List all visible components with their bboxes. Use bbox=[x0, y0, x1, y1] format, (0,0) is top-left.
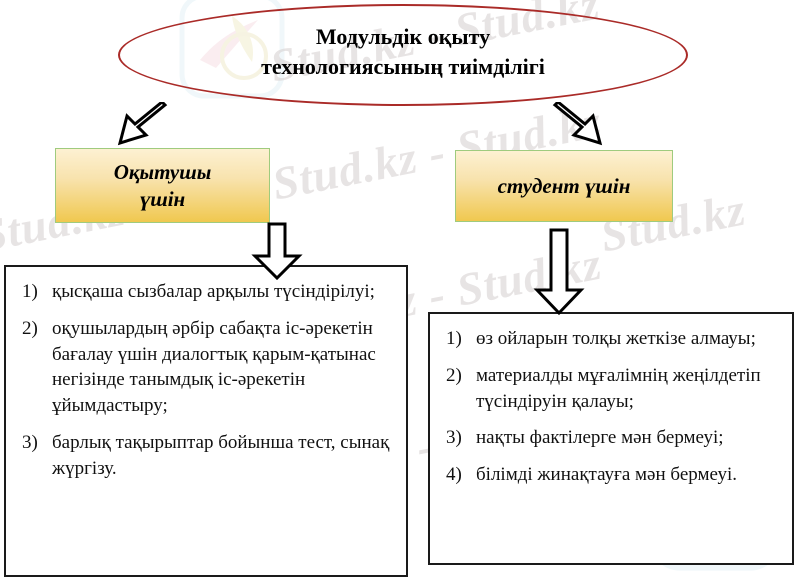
student-branch-heading-box: студент үшін bbox=[455, 150, 673, 222]
teacher-benefits-list: 1) қысқаша сызбалар арқылы түсіндірілуі;… bbox=[14, 279, 396, 482]
list-item-number: 3) bbox=[446, 427, 462, 449]
arrow-down-right-icon bbox=[552, 102, 603, 146]
list-item-number: 1) bbox=[22, 281, 38, 302]
list-item: 2) оқушылардың әрбір сабақта іс-әрекетін… bbox=[14, 316, 396, 419]
list-item-number: 2) bbox=[446, 364, 462, 386]
arrow-down-left-icon bbox=[117, 102, 168, 146]
list-item-number: 2) bbox=[22, 317, 38, 339]
list-item-text: қысқаша сызбалар арқылы түсіндірілуі; bbox=[52, 281, 375, 302]
teacher-branch-heading-text: Оқытушы үшін bbox=[102, 159, 224, 212]
arrow-down-icon bbox=[251, 222, 303, 280]
teacher-heading-line-1: Оқытушы bbox=[113, 160, 212, 185]
list-item-text: барлық тақырыптар бойынша тест, сынақ жү… bbox=[52, 432, 390, 479]
list-item: 1) өз ойларын толқы жеткізе алмауы; bbox=[438, 326, 782, 352]
teacher-benefits-list-box: 1) қысқаша сызбалар арқылы түсіндірілуі;… bbox=[4, 265, 408, 577]
list-item: 4) білімді жинақтауға мән бермеуі. bbox=[438, 462, 782, 488]
list-item: 2) материалды мұғалімнің жеңілдетіп түсі… bbox=[438, 363, 782, 415]
arrow-down-icon bbox=[533, 228, 585, 316]
list-item-text: нақты фактілерге мән бермеуі; bbox=[476, 427, 724, 449]
list-item: 1) қысқаша сызбалар арқылы түсіндірілуі; bbox=[14, 279, 396, 305]
teacher-heading-line-2: үшін bbox=[139, 186, 186, 211]
student-branch-heading-text: студент үшін bbox=[497, 173, 631, 198]
title-ellipse: Модульдік оқыту технологиясының тиімділі… bbox=[118, 4, 688, 106]
title-line-1: Модульдік оқыту bbox=[315, 24, 491, 49]
list-item: 3) нақты фактілерге мән бермеуі; bbox=[438, 425, 782, 451]
list-item-text: материалды мұғалімнің жеңілдетіп түсінді… bbox=[476, 364, 761, 412]
teacher-branch-heading-box: Оқытушы үшін bbox=[55, 148, 270, 223]
list-item-text: өз ойларын толқы жеткізе алмауы; bbox=[476, 328, 756, 349]
list-item: 3) барлық тақырыптар бойынша тест, сынақ… bbox=[14, 430, 396, 482]
list-item-text: оқушылардың әрбір сабақта іс-әрекетін ба… bbox=[52, 317, 376, 417]
student-drawbacks-list-box: 1) өз ойларын толқы жеткізе алмауы; 2) м… bbox=[428, 312, 794, 565]
list-item-number: 4) bbox=[446, 464, 462, 486]
list-item-text: білімді жинақтауға мән бермеуі. bbox=[476, 464, 737, 486]
ellipse-outline bbox=[118, 4, 688, 106]
page-title: Модульдік оқыту технологиясының тиімділі… bbox=[118, 22, 688, 81]
list-item-number: 3) bbox=[22, 432, 38, 454]
title-line-2: технологиясының тиімділігі bbox=[261, 53, 545, 79]
student-drawbacks-list: 1) өз ойларын толқы жеткізе алмауы; 2) м… bbox=[438, 326, 782, 488]
list-item-number: 1) bbox=[446, 328, 462, 349]
